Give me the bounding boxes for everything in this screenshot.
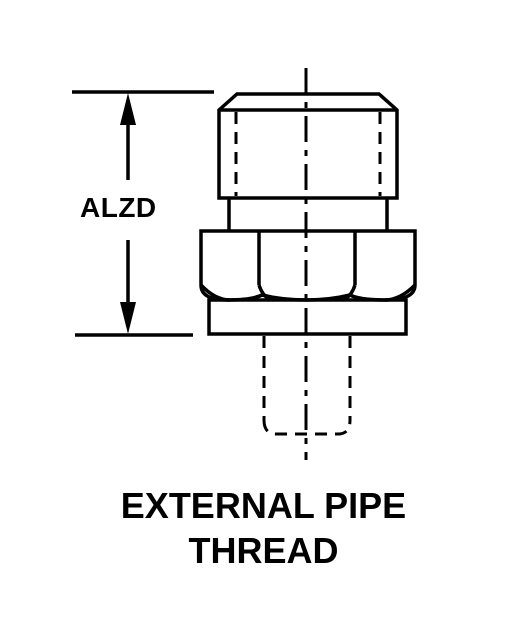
arrowhead-bottom <box>120 302 136 334</box>
dimension-label: ALZD <box>80 192 157 223</box>
arrowhead-top <box>120 93 136 125</box>
neck-outline <box>227 198 389 231</box>
hex-nut-outline <box>199 229 417 302</box>
caption-line-1: EXTERNAL PIPE <box>120 485 407 526</box>
hidden-line-thread-end <box>262 419 352 436</box>
caption-line-2: THREAD <box>188 530 339 571</box>
hex-nut-corner-arcs <box>199 283 417 302</box>
